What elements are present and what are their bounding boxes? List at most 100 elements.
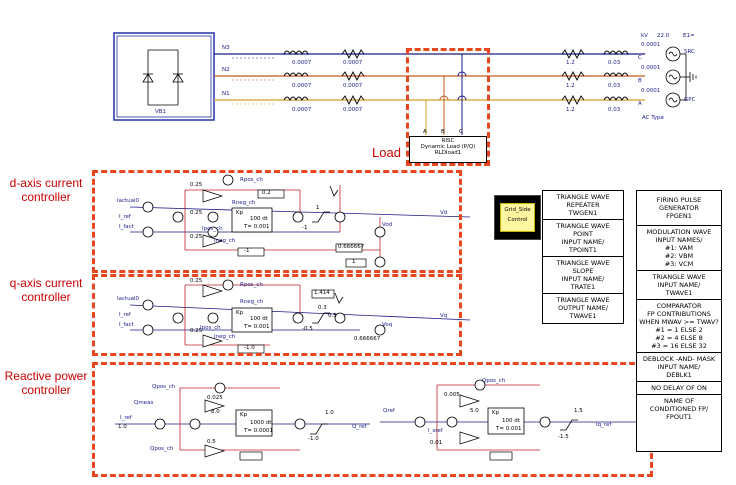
r-right-input: Qref [383, 408, 395, 414]
r-left-pi-time: T= 0.0001 [244, 428, 273, 434]
inductor-value: 0.0007 [292, 83, 312, 89]
d-gain: 0.2 [262, 190, 271, 196]
cell-line: #1 = 1 ELSE 2 [655, 326, 703, 334]
d-signal: Ipos_ch [202, 226, 223, 232]
source-inductor-value: 0.03 [608, 83, 621, 89]
d-axis-controller-box [92, 170, 462, 273]
d-signal: Ineg_ch [214, 238, 236, 244]
load-block-line: Dynamic Load (P/Q) [420, 144, 476, 150]
cell-line: TWGEN1 [568, 209, 598, 217]
cell-line: TRIANGLE WAVE [556, 296, 610, 304]
grid-side-control-button[interactable]: Grid_Side Control [494, 195, 541, 240]
q-signal: Rpos_ch [240, 282, 263, 288]
conditioned-fp-cell: NAME OF CONDITIONED FP/ FPOUT1 [637, 395, 721, 423]
reactive-power-annotation: Reactive power controller [4, 369, 88, 397]
q-const: -1.0 [244, 345, 255, 351]
firing-pulse-generator[interactable]: FIRING PULSE GENERATOR FPGEN1 MODULATION… [636, 190, 722, 452]
grid-side-label-2: Control [507, 217, 528, 223]
phase-letter: C [638, 55, 642, 61]
r-left-input: Qpos_ch [150, 446, 174, 452]
cell-line: #2: VBM [664, 252, 694, 260]
r-left-gain: 0.5 [207, 439, 216, 445]
load-block-line: RLDload1 [434, 150, 462, 156]
load-pin-a: A [423, 129, 427, 135]
r-right-input: I_sref [428, 428, 443, 434]
inductor-value: 0.0007 [292, 60, 312, 66]
cell-line: CONDITIONED FP/ [649, 405, 709, 413]
r-left-limit: 1.0 [325, 410, 334, 416]
cell-line: TRIANGLE WAVE [652, 273, 706, 281]
source-inductor-value: 0.03 [608, 107, 621, 113]
q-axis-controller-box [92, 274, 462, 356]
cell-line: FPGEN1 [666, 212, 692, 220]
source-e-label: E1= [683, 33, 695, 39]
cell-line: FIRING PULSE [656, 196, 702, 204]
r-left-pi-integral: 1000 dt [250, 420, 272, 426]
r-left-input: Qmeas [134, 400, 154, 406]
cell-line: #2 = 4 ELSE 8 [655, 334, 703, 342]
resistor-value: 0.0007 [343, 60, 363, 66]
load-pin-b: B [441, 129, 445, 135]
source-name-bottom: GPC [684, 97, 696, 103]
load-highlight-box [406, 48, 490, 166]
cell-line: MODULATION WAVE [646, 228, 712, 236]
cell-line: TWAVE1 [569, 312, 597, 320]
source-name: SRC [684, 49, 695, 55]
r-left-gain: 0.025 [207, 395, 223, 401]
q-gain: 0.25 [190, 328, 203, 334]
cell-line: #3: VCM [664, 260, 694, 268]
r-right-pi-integral: 100 dt [502, 418, 520, 424]
q-signal: Rneg_ch [240, 299, 264, 305]
r-left-limit: -1.0 [308, 436, 319, 442]
q-pi-integral: 100 dt [250, 316, 268, 322]
source-kv-label: kV [641, 33, 648, 39]
q-const: 0.666667 [354, 336, 381, 342]
cell-line: INPUT NAMES/ [655, 236, 703, 244]
d-limit: 1 [316, 205, 320, 211]
load-annotation: Load [372, 145, 401, 160]
q-input: I_ref [119, 312, 131, 318]
resistor-value: 0.0007 [343, 107, 363, 113]
r-right-limit: 1.5 [574, 408, 583, 414]
d-signal: Rneg_ch [232, 200, 256, 206]
cell-line: INPUT NAME/ [561, 275, 605, 283]
q-output: Voq [382, 322, 393, 328]
d-signal: Rpos_ch [240, 177, 263, 183]
q-output: Vq [440, 313, 448, 319]
cell-line: TRIANGLE WAVE [556, 222, 610, 230]
load-block[interactable]: RISC Dynamic Load (P/Q) RLDload1 [409, 136, 487, 163]
cell-line: TPOINT1 [569, 246, 597, 254]
q-limit: 1.414 [314, 290, 330, 296]
source-value: 0.0001 [641, 42, 661, 48]
cell-line: OUTPUT NAME/ [558, 304, 608, 312]
phase-letter: B [638, 78, 642, 84]
r-right-pi-time: T= 0.001 [496, 426, 522, 432]
triangle-wave-generator[interactable]: TRIANGLE WAVE REPEATER TWGEN1 TRIANGLE W… [542, 190, 624, 324]
node-label-n1: N1 [222, 91, 230, 97]
cell-line: INPUT NAME/ [561, 238, 605, 246]
cell-line: FP CONTRIBUTIONS [647, 310, 711, 318]
cell-line: INPUT NAME/ [657, 281, 701, 289]
cell-line: WHEN MWAV >= TWAV? [639, 318, 719, 326]
cell-line: TRIANGLE WAVE [556, 193, 610, 201]
r-left-gain: 1.0 [118, 424, 127, 430]
r-left-input: I_ref [120, 415, 132, 421]
d-input: Iactual0 [117, 198, 140, 204]
cell-line: DEBLK1 [666, 371, 692, 379]
resistor-value: 0.0007 [343, 83, 363, 89]
q-signal: Ipos_ch [200, 325, 221, 331]
r-right-gain: 0.005 [444, 392, 460, 398]
source-inductor-value: 0.03 [608, 60, 621, 66]
triangle-repeater-cell: TRIANGLE WAVE REPEATER TWGEN1 [543, 191, 623, 220]
grid-side-label: Grid_Side [504, 207, 531, 213]
q-signal: Ineg_ch [214, 334, 236, 340]
r-right-pi-kp: Kp [492, 410, 500, 416]
r-right-gain: 5.0 [470, 408, 479, 414]
r-left-output: Q_ref [352, 424, 367, 430]
d-pi-time: T= 0.001 [244, 224, 270, 230]
load-pin-c: C [459, 129, 463, 135]
source-kv-value: 22.0 [657, 33, 670, 39]
firing-header-cell: FIRING PULSE GENERATOR FPGEN1 [637, 191, 721, 226]
d-output: Vd [440, 210, 448, 216]
